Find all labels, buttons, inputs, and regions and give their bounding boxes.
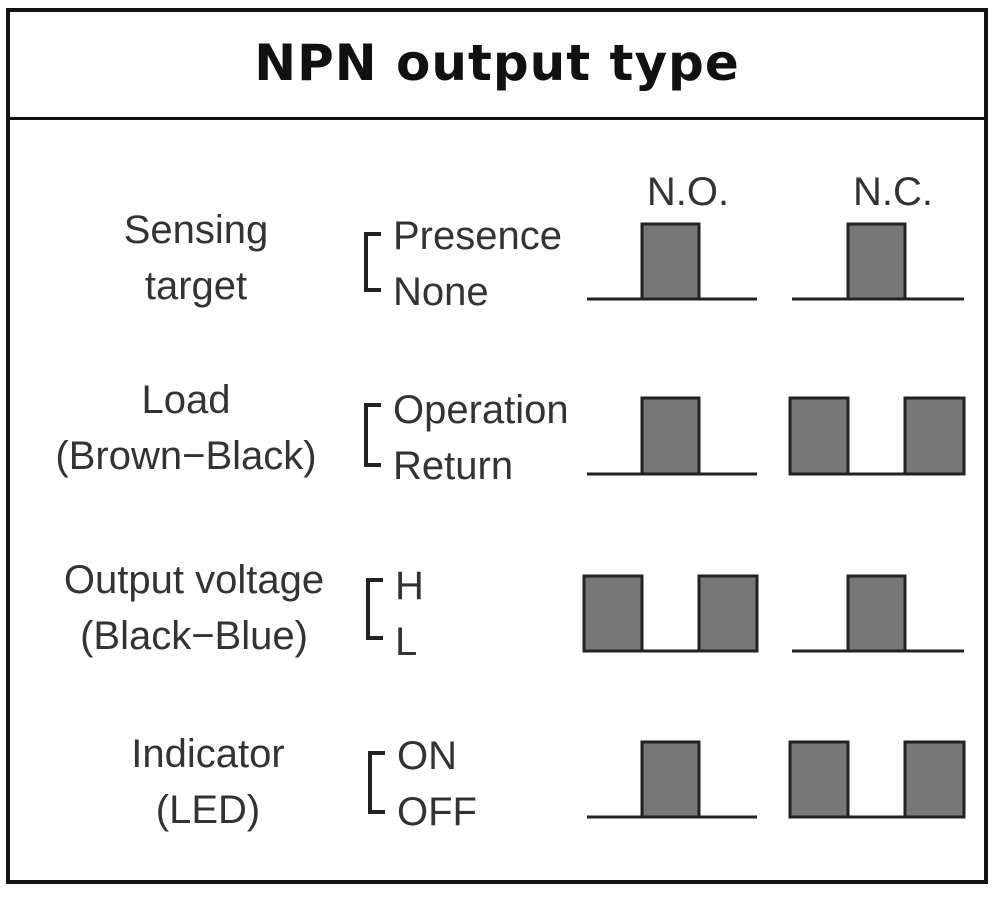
column-header-nc: N.C. (853, 170, 933, 214)
pulse-load-no (640, 396, 701, 476)
pulse-sensing-no (640, 222, 701, 301)
state-label-off: OFF (397, 790, 477, 834)
bracket-sensing (364, 232, 381, 292)
pulse-output-no-left (582, 574, 644, 653)
state-label-on: ON (397, 734, 457, 778)
row-label-sensing-line2: target (144, 264, 248, 308)
row-label-indicator-line2: (LED) (155, 788, 261, 832)
bracket-output (366, 578, 383, 640)
title-bar: NPN output type (6, 8, 988, 120)
pulse-output-nc (846, 574, 907, 653)
diagram-title: NPN output type (254, 33, 740, 92)
state-label-h: H (395, 564, 424, 608)
state-label-none: None (393, 270, 489, 314)
pulse-sensing-nc (846, 222, 907, 301)
pulse-load-nc-left (788, 396, 850, 476)
state-label-operation: Operation (393, 388, 569, 432)
row-label-load-line1: Load (141, 378, 231, 422)
state-label-return: Return (393, 444, 514, 488)
row-label-output-line2: (Black−Blue) (80, 614, 308, 658)
row-label-sensing-line1: Sensing (123, 208, 269, 252)
column-header-no: N.O. (646, 170, 730, 214)
pulse-indicator-nc-left (788, 740, 850, 819)
state-label-l: L (395, 620, 418, 664)
bracket-indicator (368, 751, 385, 814)
row-label-load-line2: (Brown−Black) (55, 434, 317, 478)
pulse-output-no-right (697, 574, 759, 653)
bracket-load (364, 403, 381, 467)
pulse-load-nc-right (903, 396, 966, 476)
pulse-indicator-nc-right (903, 740, 966, 819)
state-label-presence: Presence (393, 214, 562, 258)
title-region: NPN output type (6, 8, 988, 884)
row-label-indicator-line1: Indicator (131, 732, 285, 776)
row-label-output-line1: Output voltage (63, 558, 325, 602)
pulse-indicator-no (640, 740, 701, 819)
